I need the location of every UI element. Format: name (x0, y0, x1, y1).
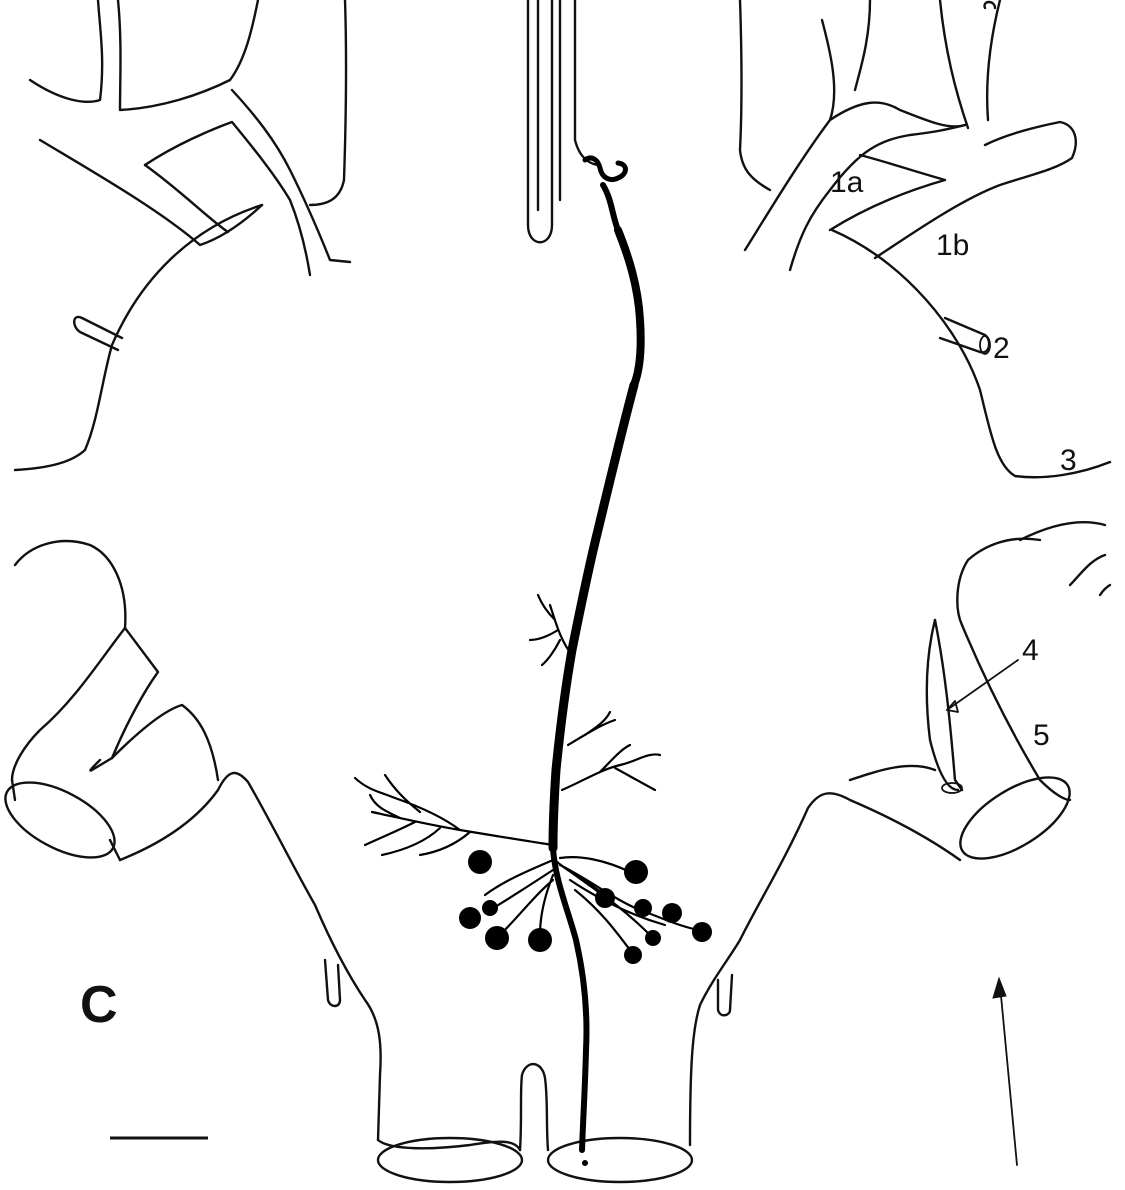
upper-right-lobe (832, 230, 1110, 477)
midline-notch (520, 1064, 548, 1150)
upper-left-lobe (15, 205, 262, 470)
label-2: 2 (993, 332, 1010, 365)
posterior-stubs (325, 960, 732, 1015)
right-lateral-tube (850, 522, 1110, 874)
nerve-stub-left (74, 317, 122, 350)
left-connective-end (378, 1138, 522, 1182)
pointer-arrow-4 (947, 660, 1018, 712)
nerve-stub-2 (940, 318, 990, 354)
top-left-nerves (30, 0, 350, 275)
panel-letter: C (80, 976, 118, 1034)
medial-tubes (528, 0, 600, 242)
left-lateral-bulge (120, 773, 381, 1140)
label-3: 3 (1060, 444, 1077, 477)
label-5: 5 (1033, 719, 1050, 752)
label-1a: 1a (830, 166, 864, 199)
orientation-arrow (993, 978, 1017, 1165)
top-right-nerves (740, 0, 1076, 270)
right-lateral-bulge (690, 793, 960, 1145)
right-connective-end (548, 1138, 692, 1182)
stained-neuron (355, 158, 712, 1166)
label-4: 4 (1022, 634, 1039, 667)
label-1b: 1b (936, 229, 969, 262)
